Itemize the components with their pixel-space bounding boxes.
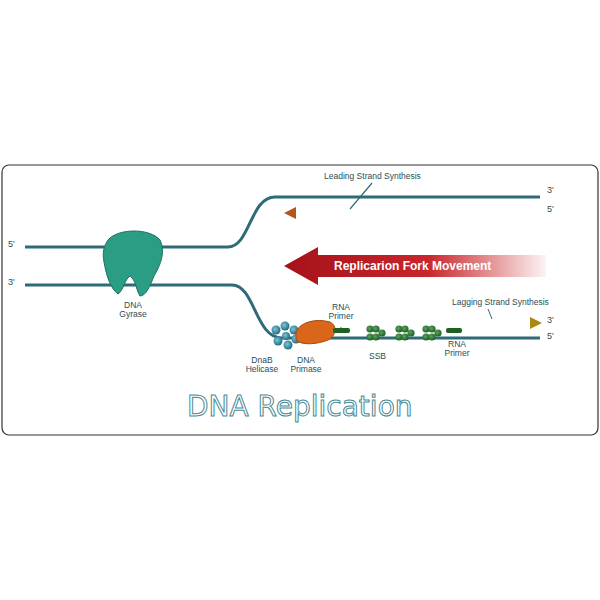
arrowhead — [530, 317, 542, 329]
ssb-protein — [434, 329, 441, 336]
ssb — [366, 325, 441, 340]
fork-movement-arrow: Replicarion Fork Movement — [284, 247, 546, 285]
strand-end: 5' — [547, 332, 554, 342]
lagging-strand — [470, 322, 532, 325]
diagram-title: DNA Replication — [187, 390, 413, 423]
ssb-protein — [372, 325, 379, 332]
enzyme-label: DNA Gyrase — [113, 301, 153, 320]
arrow-label: Replicarion Fork Movement — [284, 259, 546, 273]
dna-gyrase — [103, 231, 162, 296]
strand-label: Leading Strand Synthesis — [324, 172, 421, 181]
strand-end: 3' — [8, 278, 15, 288]
leader-line — [488, 309, 492, 319]
primer-label: RNA Primer — [323, 303, 359, 322]
rna-primer — [333, 328, 350, 333]
ssb-protein — [428, 325, 435, 332]
strand-end: 3' — [547, 316, 554, 326]
rna-primer — [446, 328, 462, 333]
strand-label: Lagging Strand Synthesis — [452, 298, 549, 307]
enzyme-label: DNA Primase — [286, 356, 326, 375]
enzyme-label: DnaB Helicase — [240, 356, 284, 375]
strand-end: 5' — [8, 240, 15, 250]
top-strand — [25, 197, 540, 247]
ssb-protein — [407, 329, 414, 336]
leader-line — [341, 327, 342, 328]
leading-strand — [294, 212, 540, 215]
dna-primase — [296, 320, 335, 343]
frame — [2, 165, 598, 435]
bottom-strand — [25, 285, 540, 338]
ssb-protein — [401, 325, 408, 332]
ssb-protein — [401, 333, 408, 340]
ssb-protein — [372, 333, 379, 340]
protein-label: SSB — [369, 352, 386, 361]
arrowhead — [284, 207, 296, 219]
ssb-protein — [378, 329, 385, 336]
primer-label: RNA Primer — [439, 340, 475, 359]
leader-line — [350, 183, 372, 209]
strand-end: 5' — [547, 205, 554, 215]
strand-end: 3' — [547, 186, 554, 196]
ssb-protein — [428, 333, 435, 340]
